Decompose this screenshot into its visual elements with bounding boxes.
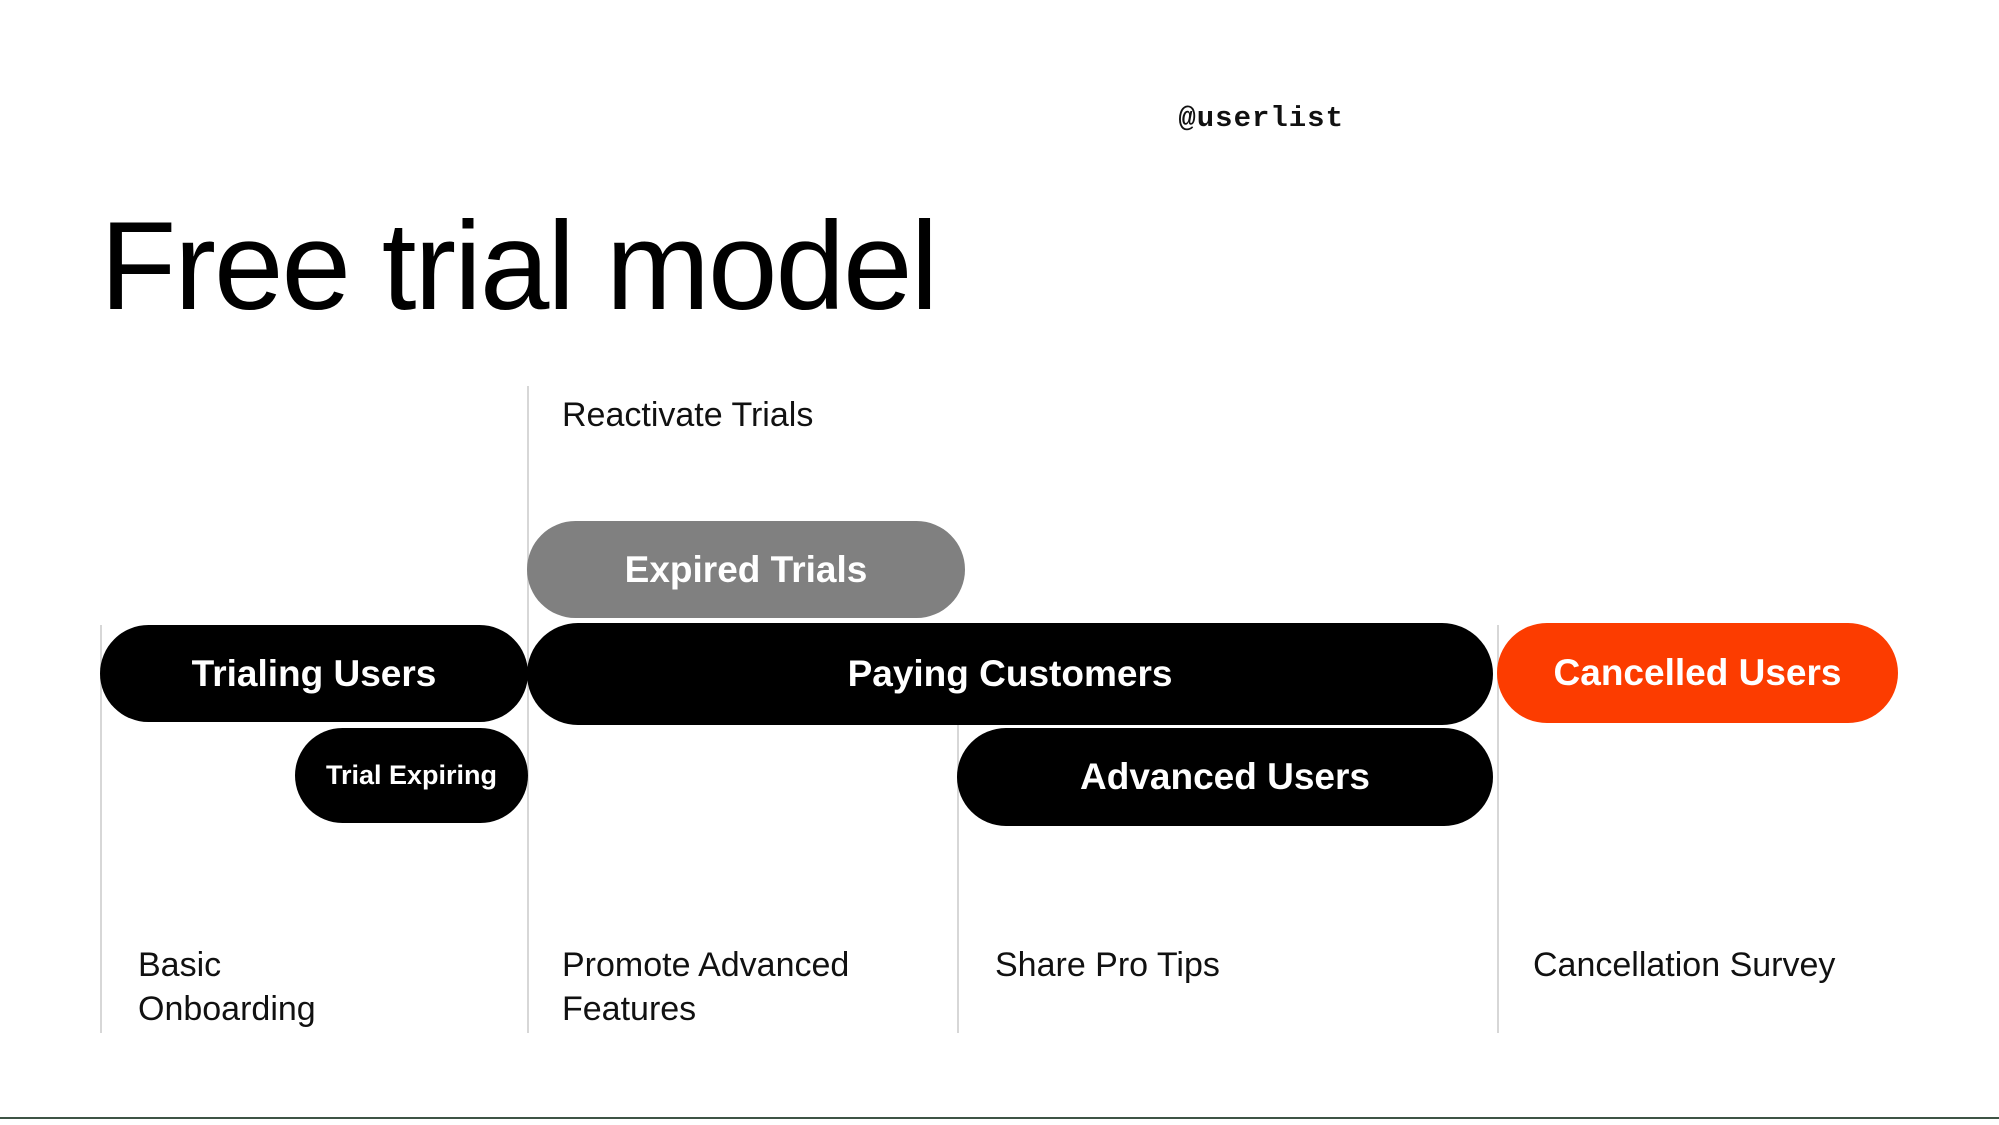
stage-pill-label: Paying Customers (847, 653, 1173, 694)
lane-caption-promote-advanced-features: Promote Advanced Features (562, 946, 850, 1029)
stage-pill-expired-trials[interactable]: Expired Trials (527, 521, 965, 618)
lane-caption-cancellation-survey: Cancellation Survey (1533, 946, 1836, 984)
lane-divider-4 (1497, 625, 1499, 1033)
stage-pill-label: Trialing Users (191, 652, 437, 694)
stage-pill-label: Cancelled Users (1553, 652, 1842, 693)
page-title: Free trial model (100, 196, 938, 336)
stage-pill-label: Expired Trials (624, 548, 868, 590)
lane-divider-1 (100, 625, 102, 1033)
stage-pill-trialing-users[interactable]: Trialing Users (100, 625, 528, 722)
stage-pill-trial-expiring[interactable]: Trial Expiring (295, 728, 528, 823)
lane-caption-basic-onboarding: Basic Onboarding (138, 946, 316, 1029)
stage-pill-cancelled-users[interactable]: Cancelled Users (1497, 623, 1898, 723)
lane-divider-2 (527, 386, 529, 1033)
stage-pill-label: Trial Expiring (325, 760, 498, 790)
lane-caption-share-pro-tips: Share Pro Tips (995, 946, 1220, 984)
stage-pill-advanced-users[interactable]: Advanced Users (957, 728, 1493, 826)
stage-pill-paying-customers[interactable]: Paying Customers (527, 623, 1493, 725)
brand-handle: @userlist (1178, 102, 1344, 135)
footer-rule (0, 1117, 1999, 1119)
lane-divider-3 (957, 625, 959, 1033)
stage-pill-label: Advanced Users (1080, 756, 1370, 797)
flow-label-reactivate-trials: Reactivate Trials (562, 396, 814, 434)
